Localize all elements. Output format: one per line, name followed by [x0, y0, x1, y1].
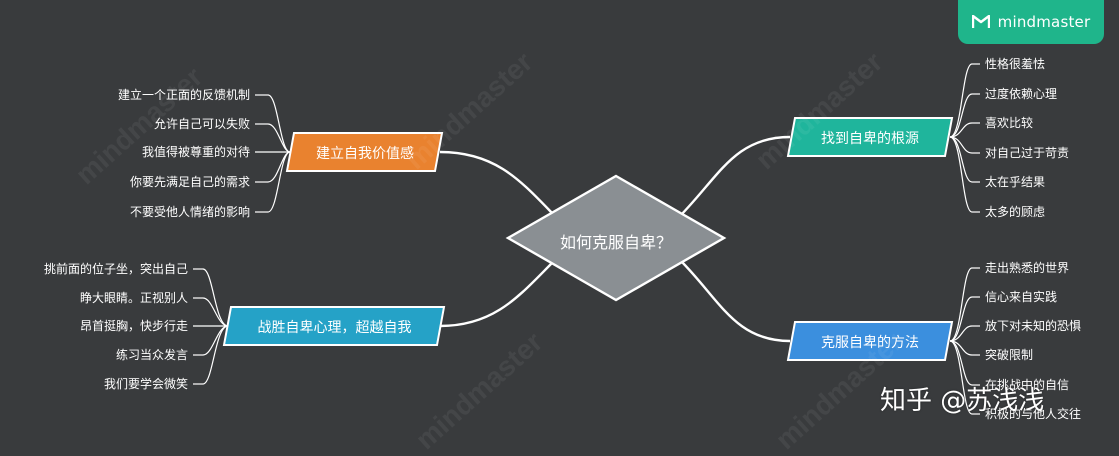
leaf-b2: 我们要学会微笑 — [103, 377, 188, 391]
brand-name: mindmaster — [997, 13, 1091, 31]
leaf-b2: 昂首挺胸，快步行走 — [79, 319, 188, 333]
leaf-b1: 允许自己可以失败 — [153, 117, 250, 131]
leaf-b3: 喜欢比较 — [985, 116, 1034, 130]
connector-b2 — [439, 261, 554, 328]
b4-leaf-brackets — [949, 267, 980, 415]
branch-label-b2: 战胜自卑心理，超越自我 — [257, 320, 412, 336]
leaf-b4: 突破限制 — [985, 348, 1034, 362]
leaf-b3: 对自己过于苛责 — [985, 146, 1070, 160]
leaf-b2: 练习当众发言 — [115, 348, 188, 362]
leaf-b1: 你要先满足自己的需求 — [129, 175, 250, 189]
leaf-b3: 过度依赖心理 — [985, 87, 1058, 101]
leaf-b2: 睁大眼睛。正视别人 — [79, 291, 188, 305]
branch-label-b4: 克服自卑的方法 — [821, 335, 919, 351]
leaf-b4: 放下对未知的恐惧 — [985, 319, 1082, 333]
b2-leaf-brackets — [193, 268, 229, 385]
leaf-b4: 积极的与他人交往 — [985, 407, 1082, 421]
main-connectors — [439, 135, 791, 343]
branch-label-b1: 建立自我价值感 — [316, 146, 414, 162]
b3-leaf-brackets — [949, 63, 980, 213]
branch-box-b3[interactable] — [786, 117, 954, 157]
branch-box-b4[interactable] — [786, 321, 954, 361]
leaf-b1: 建立一个正面的反馈机制 — [117, 88, 250, 102]
connector-b4 — [679, 259, 791, 343]
leaf-b4: 信心来自实践 — [985, 290, 1058, 304]
leaf-b1: 我值得被尊重的对待 — [141, 145, 250, 159]
branch-box-b2[interactable] — [222, 306, 446, 346]
connector-b3 — [679, 135, 791, 217]
branch-label-b3: 找到自卑的根源 — [821, 131, 919, 147]
leaf-b3: 性格很羞怯 — [985, 57, 1046, 71]
center-diamond[interactable] — [505, 174, 727, 302]
connector-b1 — [439, 150, 554, 215]
zhihu-watermark: 知乎 @苏浅浅 — [880, 386, 1045, 416]
center-topic-label: 如何克服自卑？ — [559, 233, 672, 252]
leaf-b4: 在挑战中的自信 — [985, 378, 1070, 392]
leaf-b4: 走出熟悉的世界 — [985, 261, 1070, 275]
mindmap-canvas — [193, 63, 980, 415]
leaf-b3: 太多的顾虑 — [985, 205, 1046, 219]
leaf-b3: 太在乎结果 — [985, 175, 1046, 189]
branch-box-b1[interactable] — [285, 132, 444, 172]
b1-leaf-brackets — [255, 94, 291, 213]
brand-badge[interactable]: mindmaster — [958, 0, 1104, 44]
leaf-b2: 挑前面的位子坐，突出自己 — [43, 262, 188, 276]
mindmaster-logo-icon — [971, 15, 990, 28]
leaf-b1: 不要受他人情绪的影响 — [129, 205, 250, 219]
